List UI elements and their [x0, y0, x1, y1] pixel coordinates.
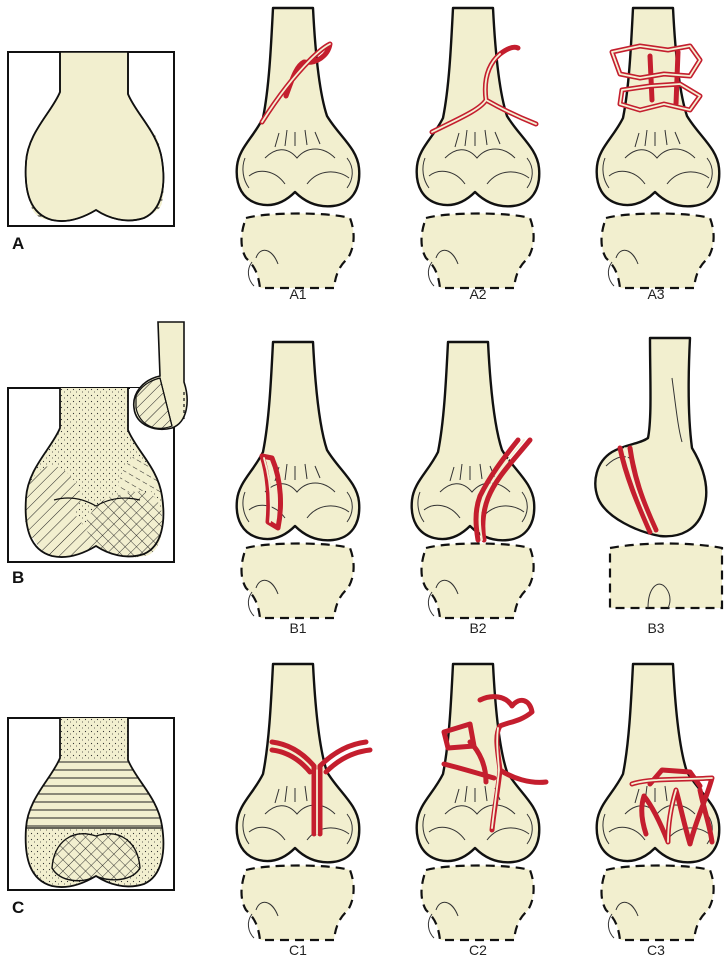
caption-b3: B3 [626, 620, 686, 636]
caption-c2: C2 [448, 942, 508, 958]
row-label-c: C [12, 898, 24, 918]
caption-a1: A1 [268, 286, 328, 302]
caption-b1: B1 [268, 620, 328, 636]
row-label-a: A [12, 234, 24, 254]
caption-b2: B2 [448, 620, 508, 636]
row-label-b: B [12, 568, 24, 588]
caption-a3: A3 [626, 286, 686, 302]
caption-a2: A2 [448, 286, 508, 302]
caption-c1: C1 [268, 942, 328, 958]
caption-c3: C3 [626, 942, 686, 958]
